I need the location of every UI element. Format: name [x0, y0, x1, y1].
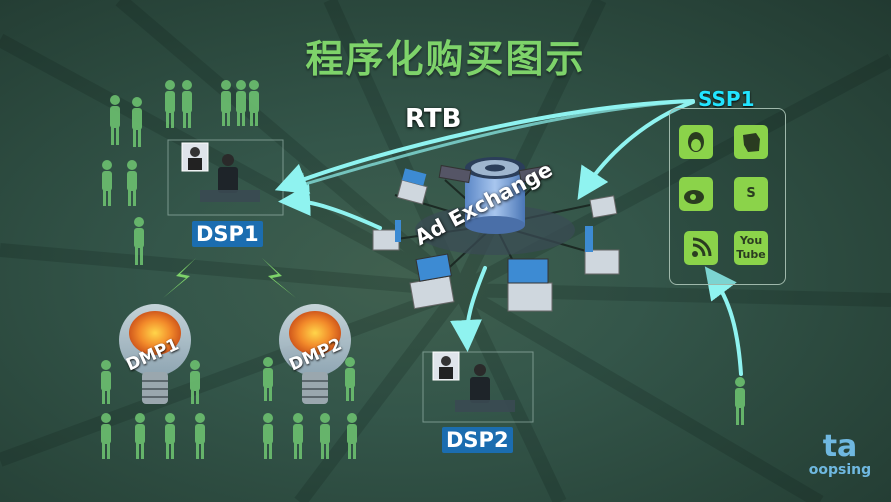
youtube-icon: You Tube [734, 231, 768, 265]
dmp2-bulb-icon [279, 304, 351, 404]
qq-penguin-icon [679, 125, 713, 159]
ssp-label: SSP1 [698, 87, 755, 111]
ssp-media-box: S You Tube [669, 108, 786, 285]
youtube-text: You Tube [736, 234, 766, 261]
laptop-icons [372, 168, 620, 312]
dsp1-workstation [167, 139, 284, 216]
weibo-icon [679, 177, 713, 211]
rss-icon [684, 231, 718, 265]
ad-exchange-hub [372, 157, 620, 312]
people-icons [101, 80, 745, 459]
watermark-mark: ta [822, 429, 858, 464]
evernote-elephant-icon [734, 125, 768, 159]
page-title: 程序化购买图示 [305, 37, 586, 81]
skype-letter: S [746, 186, 756, 201]
rtb-label: RTB [405, 104, 462, 134]
dsp2-workstation [422, 351, 534, 423]
watermark-text: oopsing [808, 462, 872, 478]
skype-icon: S [734, 177, 768, 211]
watermark-logo: ta oopsing [808, 429, 872, 479]
dmp1-bulb-icon [119, 304, 191, 404]
dsp1-label: DSP1 [192, 221, 263, 247]
dsp2-label: DSP2 [442, 427, 513, 453]
